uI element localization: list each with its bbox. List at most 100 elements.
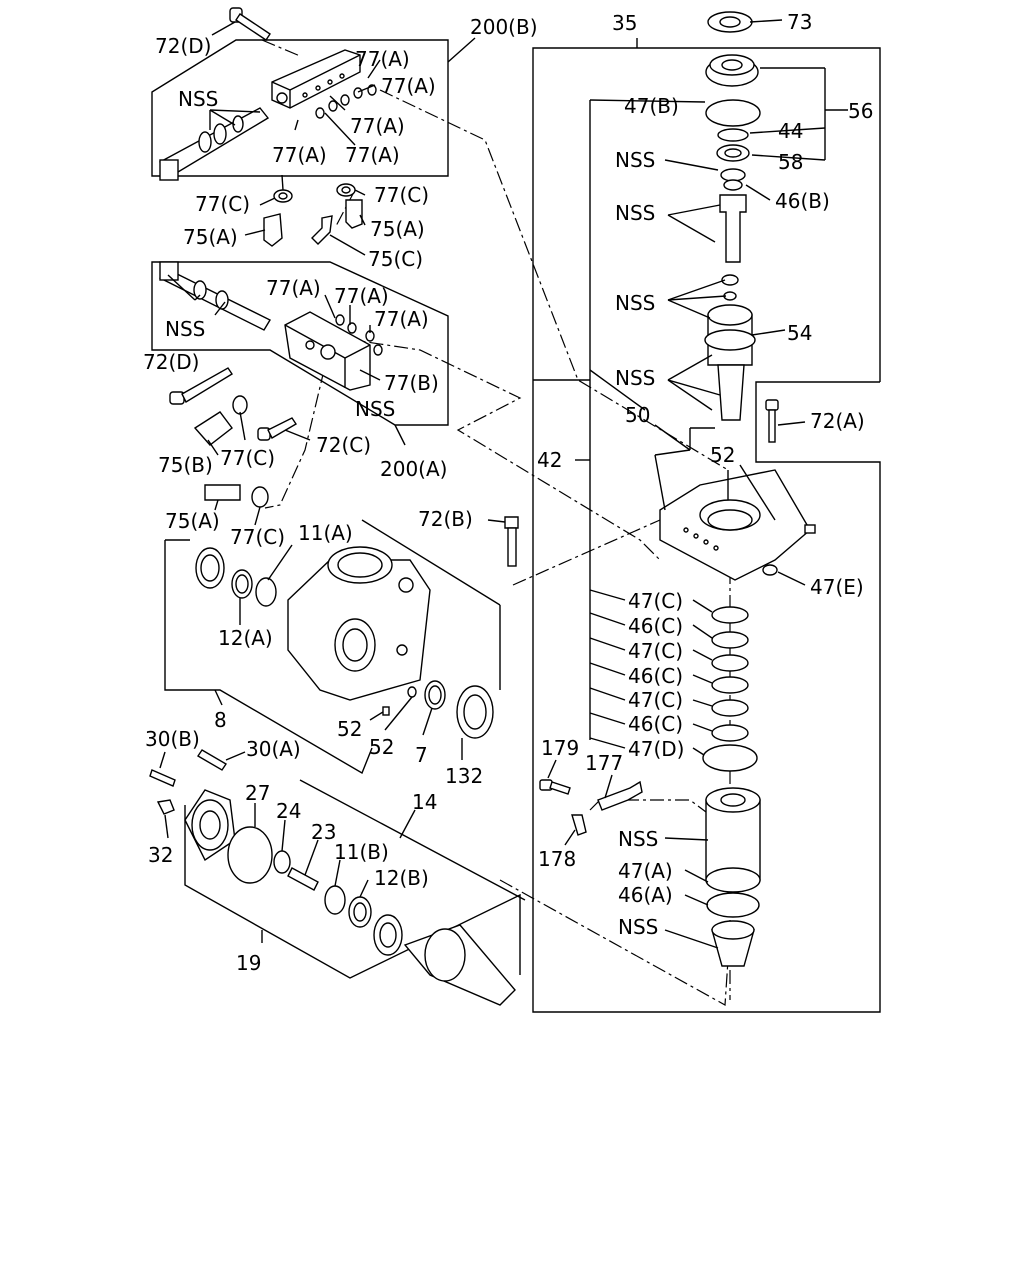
seal-46a: [706, 892, 760, 918]
bolt-72d-mid: [169, 367, 233, 405]
label-77a-1: 77(A): [355, 47, 410, 71]
label-52-b: 52: [369, 735, 394, 759]
end-plug-nss: [711, 920, 755, 967]
label-52-r: 52: [710, 443, 735, 467]
seal-58: [716, 144, 750, 162]
label-47c-3: 47(C): [628, 688, 683, 712]
hose-177: [597, 780, 643, 811]
assembly-14-outline: [299, 779, 526, 901]
fitting-75c-elbow: [311, 215, 333, 245]
bearing-12b: [373, 914, 403, 956]
label-77a-8: 77(A): [374, 307, 429, 331]
valve-body-upper: [271, 49, 361, 109]
snap-ring-11b: [324, 885, 346, 915]
seal-12a: [231, 569, 253, 599]
o-ring-47d: [702, 744, 758, 772]
piston-rack: [705, 787, 761, 893]
seal-12b: [348, 896, 372, 928]
o-ring-27: [227, 826, 273, 884]
label-75a-2: 75(A): [370, 217, 425, 241]
label-77a-5: 77(A): [345, 143, 400, 167]
washer-47e: [762, 564, 778, 576]
label-8: 8: [214, 708, 227, 732]
bolt-30b: [149, 769, 176, 787]
assembly-19-outline: [184, 805, 521, 979]
valve-stub-shaft: [719, 194, 747, 263]
nut-24: [273, 850, 291, 874]
label-200b: 200(B): [470, 15, 538, 39]
snap-ring-11a: [255, 577, 277, 607]
label-12a: 12(A): [218, 626, 273, 650]
side-cover-19: [184, 789, 236, 862]
bolt-72c: [257, 417, 297, 441]
label-72c: 72(C): [316, 433, 371, 457]
spool-mid: [159, 261, 271, 331]
plug-52-a: [382, 706, 390, 716]
label-200a: 200(A): [380, 457, 447, 481]
bracket-50: [659, 469, 811, 581]
label-77a-4: 77(A): [272, 143, 327, 167]
label-42: 42: [537, 448, 562, 472]
label-46c-3: 46(C): [628, 712, 683, 736]
label-24: 24: [276, 799, 301, 823]
label-77c-1: 77(C): [195, 192, 250, 216]
fitting-75a-lower: [204, 484, 269, 508]
label-11b: 11(B): [334, 840, 389, 864]
label-14: 14: [412, 790, 437, 814]
label-77a-3: 77(A): [350, 114, 405, 138]
label-75a-3: 75(A): [165, 509, 220, 533]
label-35: 35: [612, 11, 637, 35]
spool-upper: [159, 107, 270, 181]
label-52-a: 52: [337, 717, 362, 741]
valve-body-mid: [284, 311, 371, 391]
o-rings-77a-mid: [335, 314, 383, 356]
bearing-8: [195, 547, 225, 589]
label-47a: 47(A): [618, 859, 673, 883]
seal-7: [424, 680, 446, 710]
bolt-72b: [504, 516, 519, 567]
label-77b: 77(B): [384, 371, 439, 395]
label-nss-r3: NSS: [615, 291, 655, 315]
label-56: 56: [848, 99, 873, 123]
leader-lines: [159, 19, 848, 949]
gear-housing: [287, 546, 431, 701]
label-54: 54: [787, 321, 812, 345]
label-177: 177: [585, 751, 623, 775]
cover-132: [456, 685, 494, 739]
adjuster-plug-56: [705, 54, 759, 87]
clip-178: [571, 814, 587, 836]
label-7: 7: [415, 743, 428, 767]
assembly-8-outline: [164, 519, 501, 775]
label-72d-mid: 72(D): [143, 350, 199, 374]
label-nss-r6: NSS: [618, 915, 658, 939]
label-nss-r1: NSS: [615, 148, 655, 172]
label-30a: 30(A): [246, 737, 301, 761]
o-ring-47b: [705, 99, 761, 127]
label-nss-r2: NSS: [615, 201, 655, 225]
plug-52-right: [804, 524, 816, 534]
label-179: 179: [541, 736, 579, 760]
label-72d-top: 72(D): [155, 34, 211, 58]
label-47e: 47(E): [810, 575, 864, 599]
adjust-screw-23: [287, 867, 319, 891]
label-nss-valve-mid: NSS: [165, 317, 205, 341]
label-32: 32: [148, 843, 173, 867]
dust-seal-73: [707, 11, 753, 33]
label-19: 19: [236, 951, 261, 975]
washer-77c-b: [336, 183, 356, 197]
label-23: 23: [311, 820, 336, 844]
label-12b: 12(B): [374, 866, 429, 890]
washer-77c-a: [273, 189, 293, 203]
label-46b: 46(B): [775, 189, 830, 213]
fitting-75b: [193, 395, 248, 446]
bolt-72d-top: [229, 7, 271, 41]
nut-32: [156, 799, 175, 815]
label-77a-2: 77(A): [381, 74, 436, 98]
label-47d: 47(D): [628, 737, 684, 761]
callout-labels: 72(D) 200(B) 35 73 77(A) 77(A) NSS 77(A)…: [143, 10, 873, 975]
label-30b: 30(B): [145, 727, 200, 751]
rotary-valve-54: [704, 274, 756, 421]
assembly-200a-outline: [151, 261, 449, 446]
label-47c-1: 47(C): [628, 589, 683, 613]
